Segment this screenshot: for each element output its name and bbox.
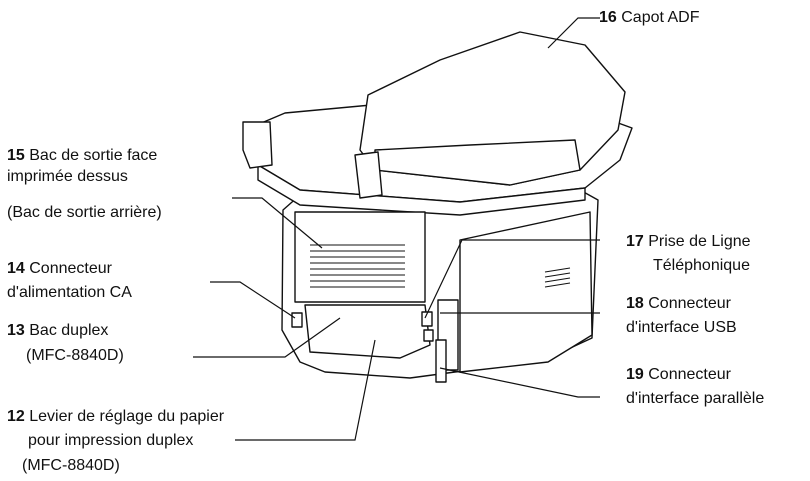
- callout-17: 17 Prise de Ligne: [626, 232, 751, 251]
- callout-18-line2: d'interface USB: [626, 318, 737, 337]
- callout-text: Bac duplex: [29, 322, 109, 339]
- callout-15-line3: (Bac de sortie arrière): [7, 203, 162, 222]
- parallel-port: [435, 339, 447, 383]
- callout-text: Connecteur: [648, 295, 731, 312]
- callout-number: 14: [7, 260, 25, 277]
- callout-text: Capot ADF: [621, 9, 700, 26]
- callout-18: 18 Connecteur: [626, 294, 731, 313]
- callout-text: (MFC-8840D): [26, 347, 124, 364]
- vent-grille: [310, 244, 571, 288]
- callout-text: Connecteur: [29, 260, 112, 277]
- callout-text: Bac de sortie face: [29, 147, 158, 164]
- leader-19: [439, 367, 600, 398]
- callout-text: d'interface parallèle: [626, 390, 765, 407]
- callout-text: Téléphonique: [653, 257, 750, 274]
- callout-text: Levier de réglage du papier: [29, 408, 225, 425]
- scanner-front: [257, 164, 586, 216]
- callout-text: Connecteur: [648, 366, 731, 383]
- callout-15: 15 Bac de sortie face: [7, 146, 157, 165]
- leader-14: [210, 281, 296, 319]
- callout-text: Prise de Ligne: [648, 233, 751, 250]
- leader-17: [424, 239, 600, 319]
- callout-text: d'alimentation CA: [7, 284, 132, 301]
- callout-14-line2: d'alimentation CA: [7, 283, 132, 302]
- phone-jack: [423, 329, 434, 342]
- adf-clip: [354, 151, 383, 199]
- callout-12: 12 Levier de réglage du papier: [7, 407, 224, 426]
- left-handle: [242, 121, 273, 169]
- callout-15-line2: imprimée dessus: [7, 167, 128, 186]
- callout-12-line3: (MFC-8840D): [22, 456, 120, 475]
- side-panel: [459, 211, 593, 373]
- callout-number: 19: [626, 366, 644, 383]
- callout-text: d'interface USB: [626, 319, 737, 336]
- usb-port: [421, 311, 433, 327]
- callout-14: 14 Connecteur: [7, 259, 112, 278]
- callout-number: 15: [7, 147, 25, 164]
- callout-17-line2: Téléphonique: [653, 256, 750, 275]
- callout-16: 16 Capot ADF: [599, 8, 700, 27]
- callout-number: 17: [626, 233, 644, 250]
- callout-text: imprimée dessus: [7, 168, 128, 185]
- leader-lines: [193, 17, 600, 441]
- power-connector: [291, 312, 303, 328]
- callout-number: 16: [599, 9, 617, 26]
- callout-13-line2: (MFC-8840D): [26, 346, 124, 365]
- callout-number: 13: [7, 322, 25, 339]
- callout-number: 18: [626, 295, 644, 312]
- callout-19-line2: d'interface parallèle: [626, 389, 764, 408]
- callout-19: 19 Connecteur: [626, 365, 731, 384]
- leader-15: [232, 197, 323, 249]
- callout-text: (Bac de sortie arrière): [7, 204, 162, 221]
- leader-12: [235, 339, 376, 441]
- callout-12-line2: pour impression duplex: [28, 431, 193, 450]
- callout-text: pour impression duplex: [28, 432, 194, 449]
- leader-16: [547, 17, 600, 49]
- duplex-tray: [304, 304, 431, 359]
- callout-number: 12: [7, 408, 25, 425]
- callout-text: (MFC-8840D): [22, 457, 120, 474]
- callout-13: 13 Bac duplex: [7, 321, 108, 340]
- leader-13: [193, 317, 341, 358]
